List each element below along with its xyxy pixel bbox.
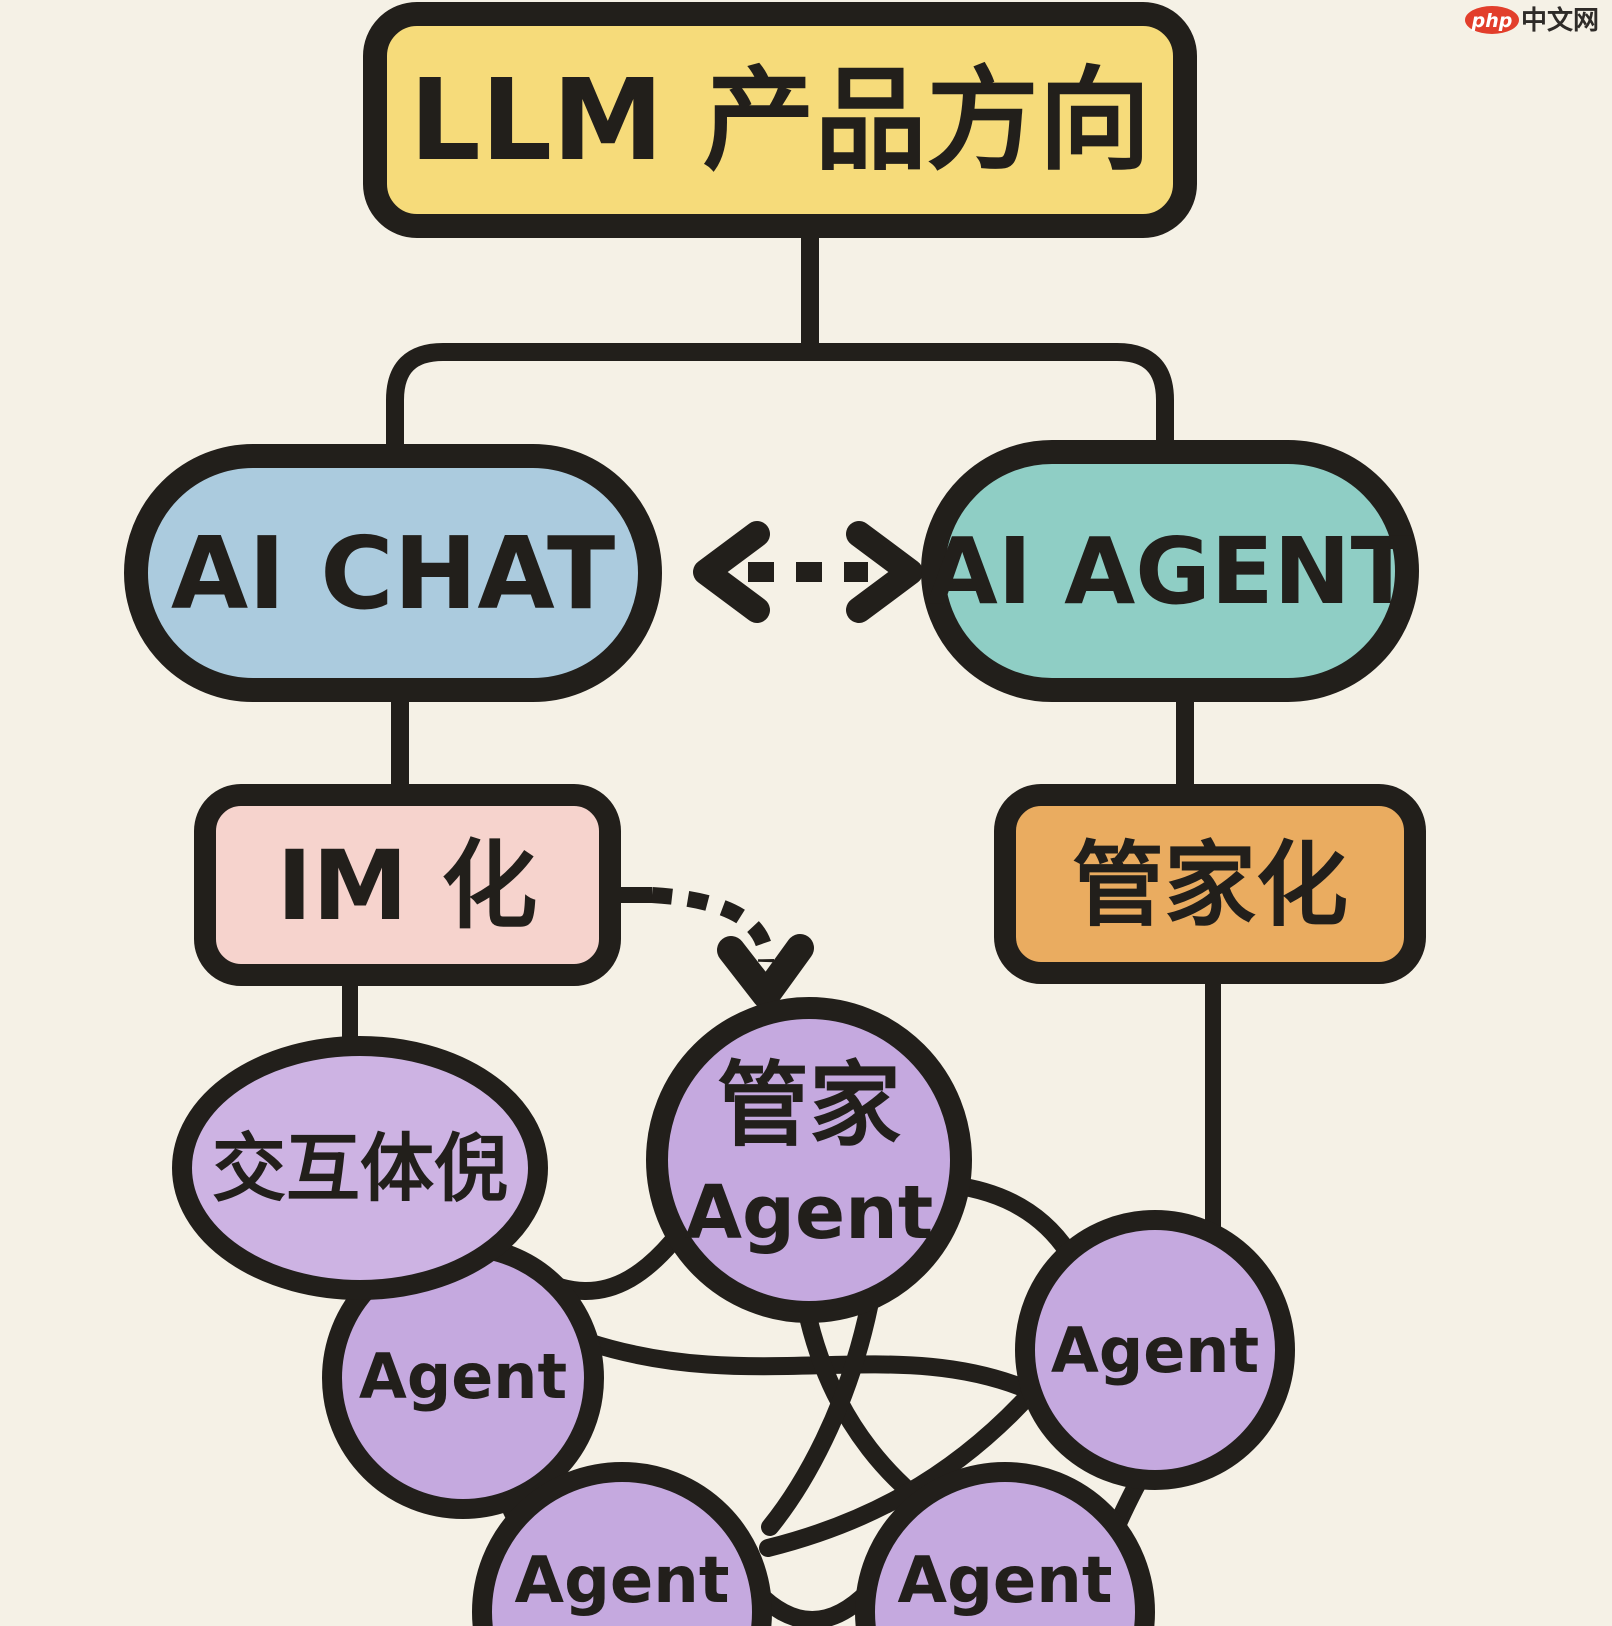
root-node-label: LLM 产品方向 (409, 56, 1150, 186)
agent-web-links (471, 1176, 1151, 1626)
agent-node-right-label: Agent (1051, 1314, 1259, 1387)
agent-node-right-circle (1015, 1210, 1295, 1490)
web-link (761, 1283, 881, 1536)
butler-agent-node: 管家 Agent (646, 997, 972, 1323)
butler-agent-label-zh: 管家 (717, 1052, 901, 1159)
web-link (759, 1383, 1041, 1557)
dashed-arrow-head (717, 934, 814, 1009)
agent-node-left-label: Agent (359, 1340, 567, 1413)
agent-node-bottom-right: Agent (855, 1462, 1155, 1626)
chat-agent-double-arrow (693, 521, 923, 623)
butler-agent-circle (646, 997, 972, 1323)
guanjia-node: 管家化 (994, 784, 1426, 984)
experience-node: 交互体倪 (172, 1036, 548, 1300)
watermark-site-text: 中文网 (1521, 5, 1599, 36)
im-node-label: IM 化 (277, 830, 538, 942)
watermark-logo-text: php (1471, 10, 1513, 32)
agent-node-bottom-right-label: Agent (898, 1544, 1113, 1618)
guanjia-node-label: 管家化 (1072, 832, 1348, 939)
double-arrow-right-head (846, 521, 923, 623)
agent-node-bottom-left-label: Agent (515, 1544, 730, 1618)
guanjia-node-box (994, 784, 1426, 984)
watermark-logo-badge (1465, 6, 1519, 34)
ai-chat-label: AI CHAT (171, 515, 615, 632)
agent-node-bottom-right-circle (855, 1462, 1155, 1626)
root-node: LLM 产品方向 (363, 2, 1197, 238)
double-arrow-left-head (693, 521, 770, 623)
agent-node-right: Agent (1015, 1210, 1295, 1490)
butler-agent-label-en: Agent (685, 1170, 934, 1256)
im-node: IM 化 (194, 784, 621, 986)
ai-agent-label: AI AGENT (927, 518, 1414, 625)
ai-chat-box (124, 444, 662, 702)
experience-node-label: 交互体倪 (212, 1126, 508, 1212)
dashed-arrow-curve (651, 887, 774, 963)
ai-agent-box (921, 440, 1419, 702)
connector-branch-bracket (386, 343, 1174, 468)
ai-agent-node: AI AGENT (921, 440, 1419, 702)
experience-node-ellipse (172, 1036, 548, 1300)
ai-chat-node: AI CHAT (124, 444, 662, 702)
im-node-box (194, 784, 621, 986)
agent-node-bottom-left: Agent (472, 1462, 772, 1626)
root-node-box (363, 2, 1197, 238)
tree-connectors (342, 222, 1221, 1238)
watermark: php 中文网 (1465, 5, 1599, 36)
agent-node-bottom-left-circle (472, 1462, 772, 1626)
